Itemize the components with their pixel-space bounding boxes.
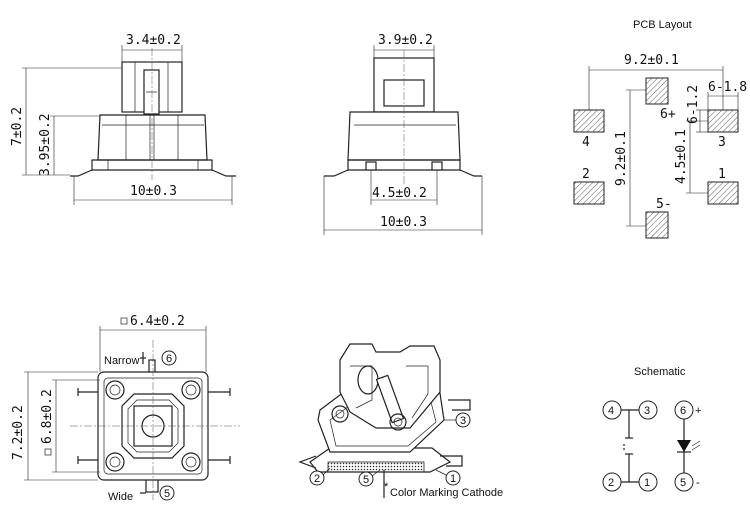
schematic: Schematic 4 3 6 + 2 1 5 -	[602, 366, 701, 492]
pcb-pin-5: 5-	[656, 197, 672, 212]
top-octagon	[121, 393, 185, 459]
pcb-pin-3: 3	[718, 135, 726, 150]
sch-pin-2: 2	[608, 477, 614, 489]
sch-pin-4: 4	[608, 405, 614, 417]
wide-pin: 5	[164, 488, 170, 500]
wide-label: Wide	[108, 491, 133, 503]
sch-pin-5: 5	[680, 477, 686, 489]
side-view: 3.9±0.2 4.5±0.2 10±0.3	[323, 33, 483, 235]
iso-pin-2: 2	[314, 473, 320, 485]
sch-pin-1: 1	[644, 477, 650, 489]
narrow-pin: 6	[166, 353, 172, 365]
iso-marking	[327, 461, 425, 473]
sch-minus: -	[696, 477, 700, 489]
sch-pin-3: 3	[644, 405, 650, 417]
top-width: 6.4±0.2	[130, 314, 185, 329]
top-outer-height: 7.2±0.2	[11, 405, 26, 460]
pcb-pin-1: 1	[718, 167, 726, 182]
pcb-pin-6: 6+	[660, 107, 676, 122]
front-body	[97, 114, 208, 161]
side-top-width: 3.9±0.2	[378, 33, 433, 48]
top-inner-height: 6.8±0.2	[40, 389, 55, 444]
front-body-height: 3.95±0.2	[38, 113, 53, 176]
side-base-width: 10±0.3	[380, 215, 427, 230]
iso-marking-note: Color Marking Cathode	[390, 487, 503, 499]
pcb-width: 9.2±0.1	[624, 53, 679, 68]
front-top-width: 3.4±0.2	[126, 33, 181, 48]
front-base-width: 10±0.3	[130, 184, 177, 199]
top-view: Narrow Wide 6 5 6.4±0.2 7.2±0.2 6.8±0.2	[11, 314, 240, 503]
sch-plus: +	[695, 405, 701, 417]
pcb-pad-width: 6-1.8	[708, 80, 747, 95]
front-view: 3.4±0.2 7±0.2 3.95±0.2 10±0.3	[10, 33, 236, 205]
svg-text:*: *	[384, 481, 389, 493]
side-pin-spacing: 4.5±0.2	[372, 186, 427, 201]
pcb-title: PCB Layout	[633, 19, 692, 31]
pcb-pad-2	[573, 181, 605, 205]
iso-pin-3: 3	[460, 415, 466, 427]
led-symbol	[677, 440, 691, 452]
narrow-label: Narrow	[104, 355, 140, 367]
pcb-pad-1	[707, 181, 739, 205]
iso-view: 3 2 1 5 * Color Marking Cathode	[298, 343, 503, 499]
pcb-height: 9.2±0.1	[614, 131, 629, 186]
pcb-pad-6	[645, 77, 669, 105]
pcb-pin-2: 2	[582, 167, 590, 182]
front-total-height: 7±0.2	[10, 107, 25, 146]
schematic-title: Schematic	[634, 366, 686, 378]
pcb-pad-4	[573, 109, 605, 133]
pcb-pad-5	[645, 211, 669, 239]
pcb-layout: PCB Layout 4 2 3 1 6+ 5- 9.2±0.1 9.2±0.1…	[573, 19, 747, 239]
pcb-pad-height: 6-1.2	[686, 85, 701, 124]
pcb-pad-3	[707, 109, 739, 133]
pcb-pin-4: 4	[582, 135, 590, 150]
iso-pin-5: 5	[363, 474, 369, 486]
sch-pin-6: 6	[680, 405, 686, 417]
pcb-inner-height: 4.5±0.1	[674, 129, 689, 184]
iso-pin-1: 1	[450, 473, 456, 485]
